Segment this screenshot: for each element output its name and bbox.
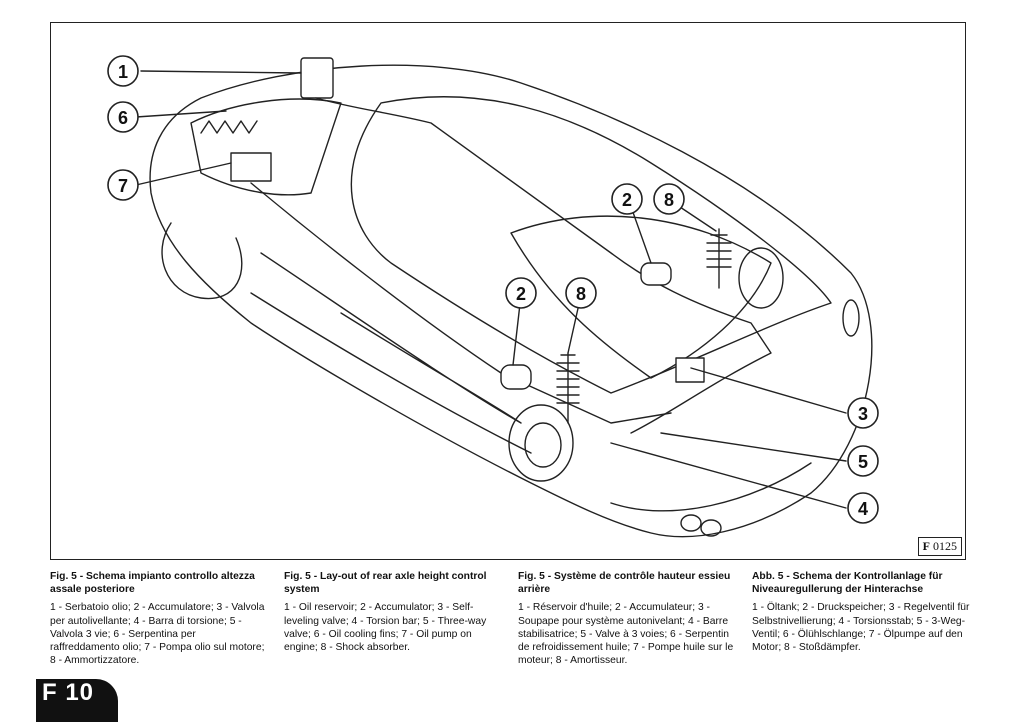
callout-7 xyxy=(107,169,139,201)
rear-right-wheel xyxy=(738,247,784,309)
callout-1 xyxy=(107,55,139,87)
page-section-label: F 10 xyxy=(42,679,95,706)
callout-label: 4 xyxy=(858,499,868,519)
callout-4 xyxy=(847,492,879,524)
car-schematic: 1 6 7 2 8 2 8 3 5 4 xyxy=(107,55,879,538)
oil-reservoir xyxy=(300,57,334,99)
callout-8-right xyxy=(653,183,685,215)
callout-label: 8 xyxy=(664,190,674,210)
callout-6 xyxy=(107,101,139,133)
shock-absorber-right xyxy=(706,228,732,289)
callout-label: 3 xyxy=(858,404,868,424)
callout-2-right xyxy=(611,183,643,215)
tail-light xyxy=(842,299,860,337)
leader-4 xyxy=(610,442,847,509)
caption-german: Abb. 5 - Schema der Kontrollanlage für N… xyxy=(752,570,970,654)
cooling-fins xyxy=(200,120,258,134)
caption-title: Fig. 5 - Lay-out of rear axle height con… xyxy=(284,571,487,596)
car-body-outline xyxy=(149,64,873,538)
callout-3 xyxy=(847,397,879,429)
rear-wheel xyxy=(508,404,574,482)
leader-5 xyxy=(660,432,847,462)
caption-italian: Fig. 5 - Schema impianto controllo altez… xyxy=(50,570,268,667)
accumulator-right xyxy=(640,262,672,286)
front-wheel xyxy=(161,222,243,300)
callout-label: 2 xyxy=(516,284,526,304)
callout-2-left xyxy=(505,277,537,309)
caption-title: Fig. 5 - Système de contrôle hauteur ess… xyxy=(518,571,731,596)
callouts xyxy=(107,55,879,524)
callout-label: 1 xyxy=(118,62,128,82)
callout-label: 6 xyxy=(118,108,128,128)
figure-frame: 1 6 7 2 8 2 8 3 5 4 F 0125 xyxy=(50,22,966,560)
page-section-tab: F 10 xyxy=(36,679,118,722)
figure-code-number: 0125 xyxy=(933,539,957,553)
side-sill xyxy=(250,292,532,454)
caption-body: 1 - Oil reservoir; 2 - Accumulator; 3 - … xyxy=(284,602,487,654)
callout-label: 2 xyxy=(622,190,632,210)
callout-label: 8 xyxy=(576,284,586,304)
shock-absorber-left xyxy=(556,352,580,424)
leader-1 xyxy=(140,70,302,74)
leader-6 xyxy=(135,110,227,118)
callout-5 xyxy=(847,445,879,477)
leader-7 xyxy=(135,162,232,186)
leader-3 xyxy=(690,367,847,414)
callout-label: 7 xyxy=(118,176,128,196)
car-roof xyxy=(350,96,832,394)
callout-8-left xyxy=(565,277,597,309)
accumulator-left xyxy=(500,364,532,390)
door-line xyxy=(260,252,522,424)
engine-bay xyxy=(190,98,342,196)
caption-body: 1 - Réservoir d'huile; 2 - Accumulateur;… xyxy=(518,602,734,667)
caption-title: Fig. 5 - Schema impianto controllo altez… xyxy=(50,571,255,596)
caption-title: Abb. 5 - Schema der Kontrollanlage für N… xyxy=(752,571,943,596)
caption-body: 1 - Serbatoio olio; 2 - Accumulatore; 3 … xyxy=(50,602,265,667)
figure-code: F 0125 xyxy=(917,537,962,556)
rear-window xyxy=(510,215,772,379)
caption-french: Fig. 5 - Système de contrôle hauteur ess… xyxy=(518,570,736,667)
oil-pipe-2 xyxy=(250,182,672,424)
caption-body: 1 - Öltank; 2 - Druckspeicher; 3 - Regel… xyxy=(752,602,970,654)
oil-pipe xyxy=(315,97,772,434)
caption-english: Fig. 5 - Lay-out of rear axle height con… xyxy=(284,570,502,654)
oil-pump xyxy=(230,152,272,182)
rear-bumper xyxy=(610,462,812,512)
callout-label: 5 xyxy=(858,452,868,472)
figure-code-prefix: F xyxy=(922,539,930,553)
